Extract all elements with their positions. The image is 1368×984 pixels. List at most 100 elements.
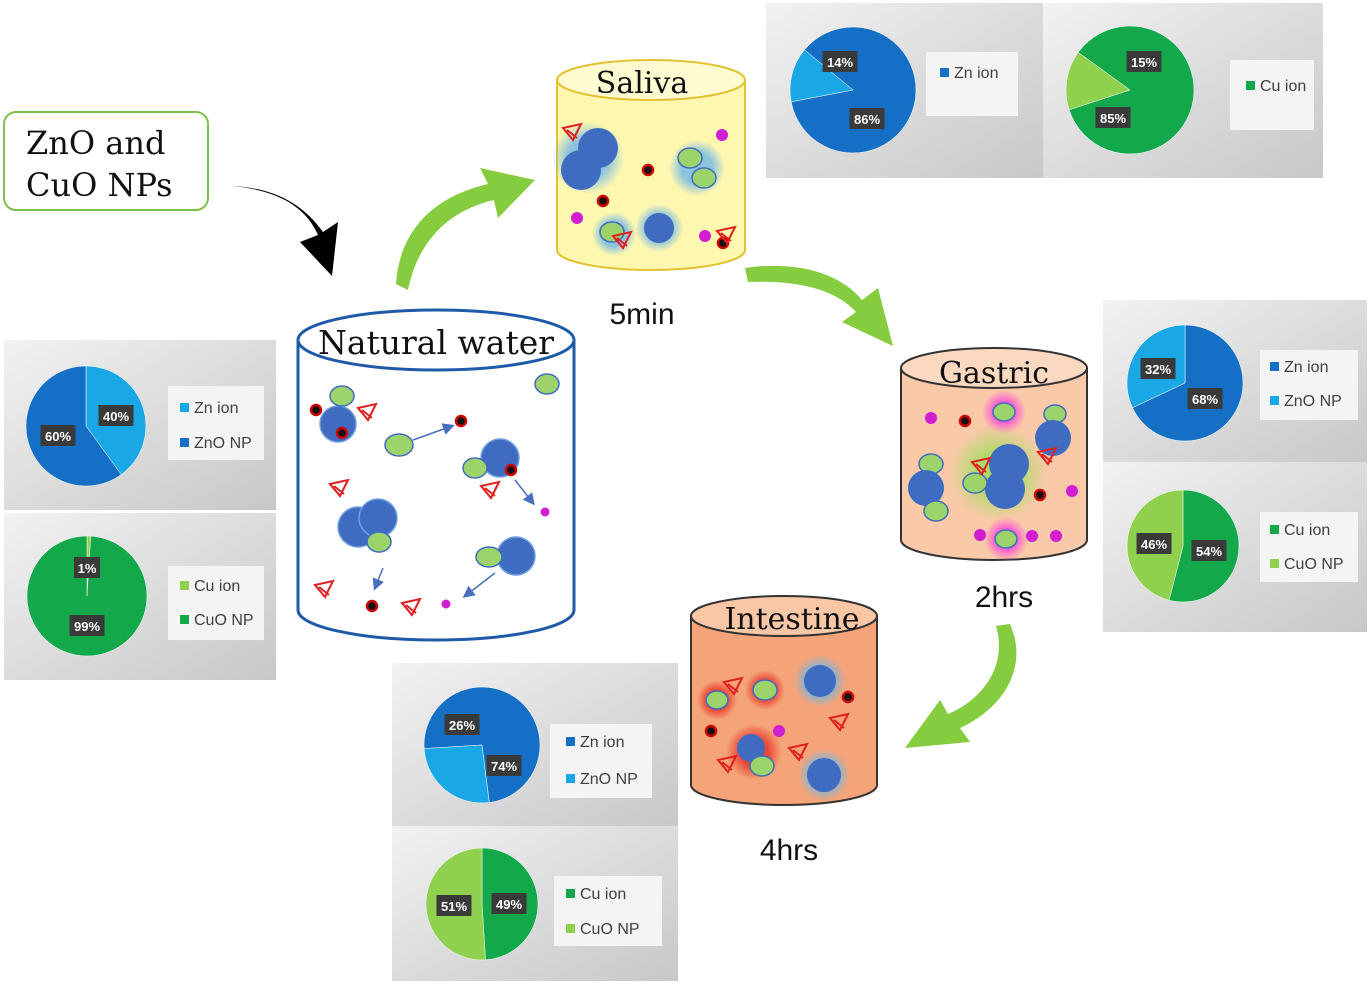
saliva-label: Saliva (596, 66, 689, 101)
data-label-background (1095, 107, 1131, 128)
data-label-background (40, 425, 76, 446)
legend-swatch (1270, 362, 1279, 371)
legend-entry: ZnO NP (580, 771, 638, 788)
legend-box (550, 724, 652, 798)
legend-entry: Cu ion (580, 886, 626, 903)
data-label: 60% (45, 429, 71, 444)
legend-box (168, 566, 264, 640)
pie-slice-other (1065, 52, 1131, 111)
legend-box (1260, 350, 1358, 420)
legend-entry: Cu ion (1284, 522, 1330, 539)
data-label-background (491, 893, 527, 914)
data-label: 85% (1100, 111, 1126, 126)
gastric-particles (908, 390, 1078, 561)
legend-entry: Zn ion (194, 400, 238, 417)
pie-slice-zno-np (423, 744, 490, 804)
intestine-container: Intestine 4hrs (690, 595, 878, 867)
legend-entry: Cu ion (1260, 78, 1306, 95)
natural-water-label: Natural water (318, 323, 554, 362)
data-label: 51% (441, 899, 467, 914)
data-label: 14% (827, 55, 853, 70)
legend-entry: CuO NP (580, 921, 640, 938)
data-label-background (486, 755, 522, 776)
legend-swatch (180, 438, 189, 447)
legend-swatch (180, 403, 189, 412)
pie-slice-other (789, 49, 854, 103)
data-label-background (1136, 533, 1172, 554)
legend-swatch (180, 615, 189, 624)
legend-box (1260, 512, 1358, 582)
gastric-time: 2hrs (975, 581, 1033, 614)
legend-box (168, 386, 264, 460)
black-arrow-icon (232, 186, 338, 276)
data-label: 1% (78, 561, 97, 576)
legend-entry: Zn ion (1284, 359, 1328, 376)
saliva-time: 5min (609, 298, 674, 331)
legend-box (926, 52, 1018, 116)
data-label-background (849, 108, 885, 129)
natural-water-particles (309, 373, 560, 617)
data-label-background (1126, 51, 1162, 72)
legend-swatch (1270, 525, 1279, 534)
data-label-background (1187, 388, 1223, 409)
pie-slice-cuo-np (26, 535, 148, 657)
pie-slice-zn-ion (1132, 324, 1244, 442)
legend-swatch (566, 774, 575, 783)
intestine-particles (697, 655, 855, 801)
data-label-background (822, 51, 858, 72)
input-box: ZnO and CuO NPs (3, 111, 209, 211)
legend-swatch (940, 68, 949, 77)
data-label-background (69, 615, 105, 636)
data-label-background (1191, 540, 1227, 561)
data-label: 68% (1192, 392, 1218, 407)
pie-panel-saliva-cu: 85% 15% Cu ion (1043, 3, 1323, 178)
data-label-background (98, 405, 134, 426)
legend-entry: ZnO NP (194, 435, 252, 452)
intestine-label: Intestine (724, 602, 859, 637)
data-label-background (444, 714, 480, 735)
input-line-2: CuO NPs (26, 166, 173, 204)
data-label: 86% (854, 112, 880, 127)
legend-entry: Zn ion (954, 65, 998, 82)
legend-entry: CuO NP (1284, 556, 1344, 573)
legend-swatch (566, 737, 575, 746)
data-label: 26% (449, 718, 475, 733)
pie-panel-saliva-zn: 86% 14% Zn ion (766, 3, 1043, 178)
natural-water-container: Natural water (296, 308, 576, 642)
legend-entry: CuO NP (194, 612, 254, 629)
green-arrow-saliva-to-gastric-icon (745, 265, 893, 346)
data-label-background (436, 895, 472, 916)
legend-swatch (180, 581, 189, 590)
gastric-container: Gastric 2hrs (900, 347, 1088, 614)
data-label: 32% (1145, 362, 1171, 377)
legend-swatch (1270, 559, 1279, 568)
legend-entry: Zn ion (580, 734, 624, 751)
data-label-background (74, 557, 100, 578)
legend-swatch (1270, 396, 1279, 405)
intestine-time: 4hrs (760, 834, 818, 867)
pie-slice-zn-ion (790, 26, 917, 154)
legend-box (554, 876, 662, 946)
saliva-particles (552, 122, 737, 256)
saliva-container: Saliva 5min (552, 59, 746, 331)
data-label-background (1140, 358, 1176, 379)
data-label: 40% (103, 409, 129, 424)
input-line-1: ZnO and (26, 124, 165, 162)
legend-swatch (1246, 81, 1255, 90)
green-arrow-gastric-to-intestine-icon (905, 624, 1017, 748)
legend-box (1230, 60, 1314, 130)
legend-entry: ZnO NP (1284, 393, 1342, 410)
data-label: 99% (74, 619, 100, 634)
data-label: 46% (1141, 537, 1167, 552)
data-label: 74% (491, 759, 517, 774)
data-label: 49% (496, 897, 522, 912)
gastric-label: Gastric (939, 356, 1049, 391)
data-label: 15% (1131, 55, 1157, 70)
data-label: 54% (1196, 544, 1222, 559)
